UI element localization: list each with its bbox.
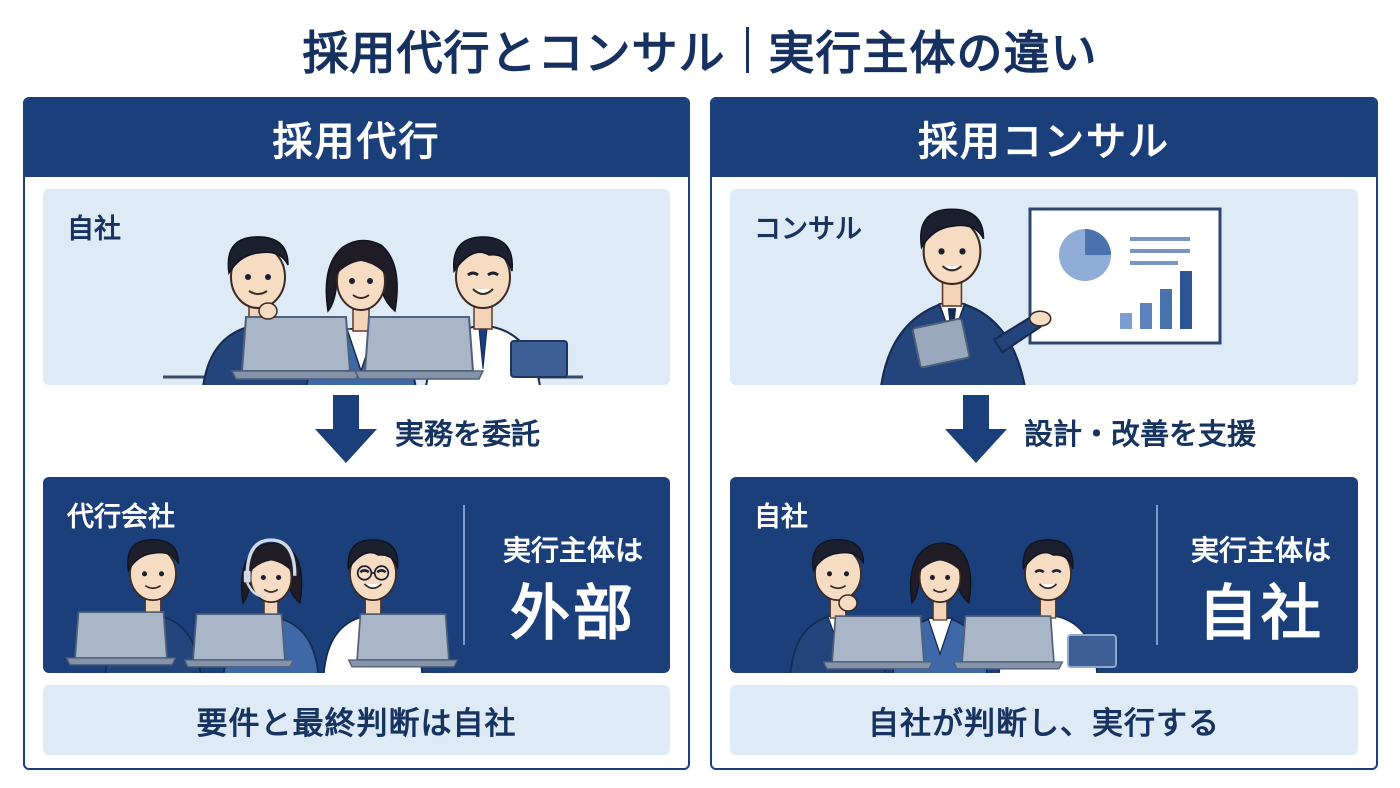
panel-heading: 採用コンサル [712,99,1376,177]
headset-icon [243,538,297,598]
top-box-company: 自社 [43,189,670,385]
arrow-label: 実務を委託 [395,417,541,451]
arrow-row: 実務を委託 [25,395,688,465]
laptop-icon [183,613,295,668]
glasses-icon [356,565,390,581]
laptop-icon [354,316,484,380]
agency-team-illustration [65,538,459,673]
exec-subject-label: 実行主体は [502,534,643,567]
arrow-row: 設計・改善を支援 [712,395,1376,465]
exec-subject-label: 実行主体は [1190,534,1331,567]
top-box-consultant: コンサル [730,189,1358,385]
exec-subject-value: 自社 [1198,579,1324,649]
tablet-icon [1067,634,1117,668]
bottom-box-company: 自社 実行主体は 自社 [730,477,1358,673]
main-title: 採用代行とコンサル 実行主体の違い [0,14,1400,86]
laptop-icon [347,613,459,668]
main-title-right: 実行主体の違い [768,26,1098,80]
top-box-label: コンサル [754,214,862,245]
presentation-board-icon [1028,207,1222,345]
laptop-icon [231,316,361,380]
down-arrow-icon [315,395,377,463]
consultant-illustration [880,207,1222,385]
tablet-icon [510,340,568,378]
divider [1156,505,1158,645]
title-separator [745,27,749,73]
laptop-icon [65,611,177,666]
bottom-box-label: 代行会社 [67,502,175,533]
bottom-box-label: 自社 [754,502,808,533]
tablet-icon [911,317,971,369]
arrow-label: 設計・改善を支援 [1024,417,1257,451]
panel-heading: 採用代行 [25,99,688,177]
bar-chart-icon [1120,271,1192,329]
laptop-icon [952,615,1064,670]
top-box-label: 自社 [67,214,121,245]
main-title-left: 採用代行とコンサル [302,26,726,80]
footer-note: 自社が判断し、実行する [730,685,1358,755]
down-arrow-icon [945,395,1007,463]
laptop-icon [822,615,934,670]
divider [463,505,465,645]
pie-chart-icon [1059,229,1111,281]
bottom-box-agency: 代行会社 実行主体は 外部 [43,477,670,673]
panel-recruitment-outsourcing: 採用代行 自社 実務を委託 代行会社 [23,97,690,770]
company-team-illustration [163,235,583,385]
exec-subject-value: 外部 [510,579,636,649]
panel-recruitment-consulting: 採用コンサル コンサル [710,97,1378,770]
company-team-illustration [789,538,1117,673]
footer-note: 要件と最終判断は自社 [43,685,670,755]
